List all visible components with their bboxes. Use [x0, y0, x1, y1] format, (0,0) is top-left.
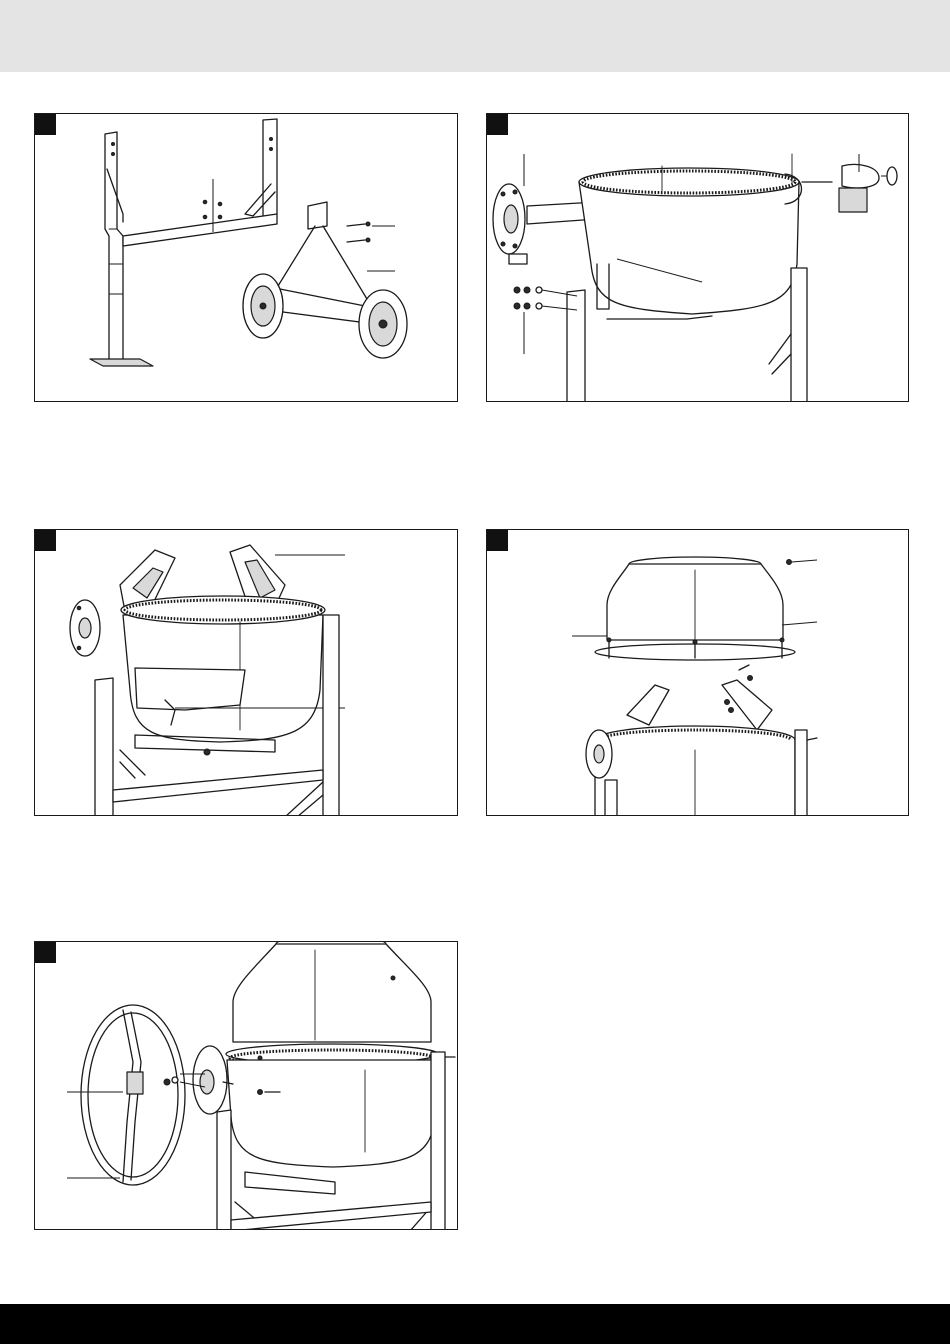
figure-panel-step-3: [34, 529, 458, 816]
figure-panel-step-4: [486, 529, 909, 816]
upper-drum-drawing: [487, 530, 909, 816]
drum-mounting-drawing: [487, 114, 909, 402]
frame-assembly-drawing: [35, 114, 458, 402]
handwheel-drawing: [35, 942, 458, 1230]
figure-panel-step-5: [34, 941, 458, 1230]
header-band: [0, 0, 950, 72]
blade-installation-drawing: [35, 530, 458, 816]
footer-band: [0, 1304, 950, 1344]
figure-panel-step-2: [486, 113, 909, 402]
figure-panel-step-1: [34, 113, 458, 402]
